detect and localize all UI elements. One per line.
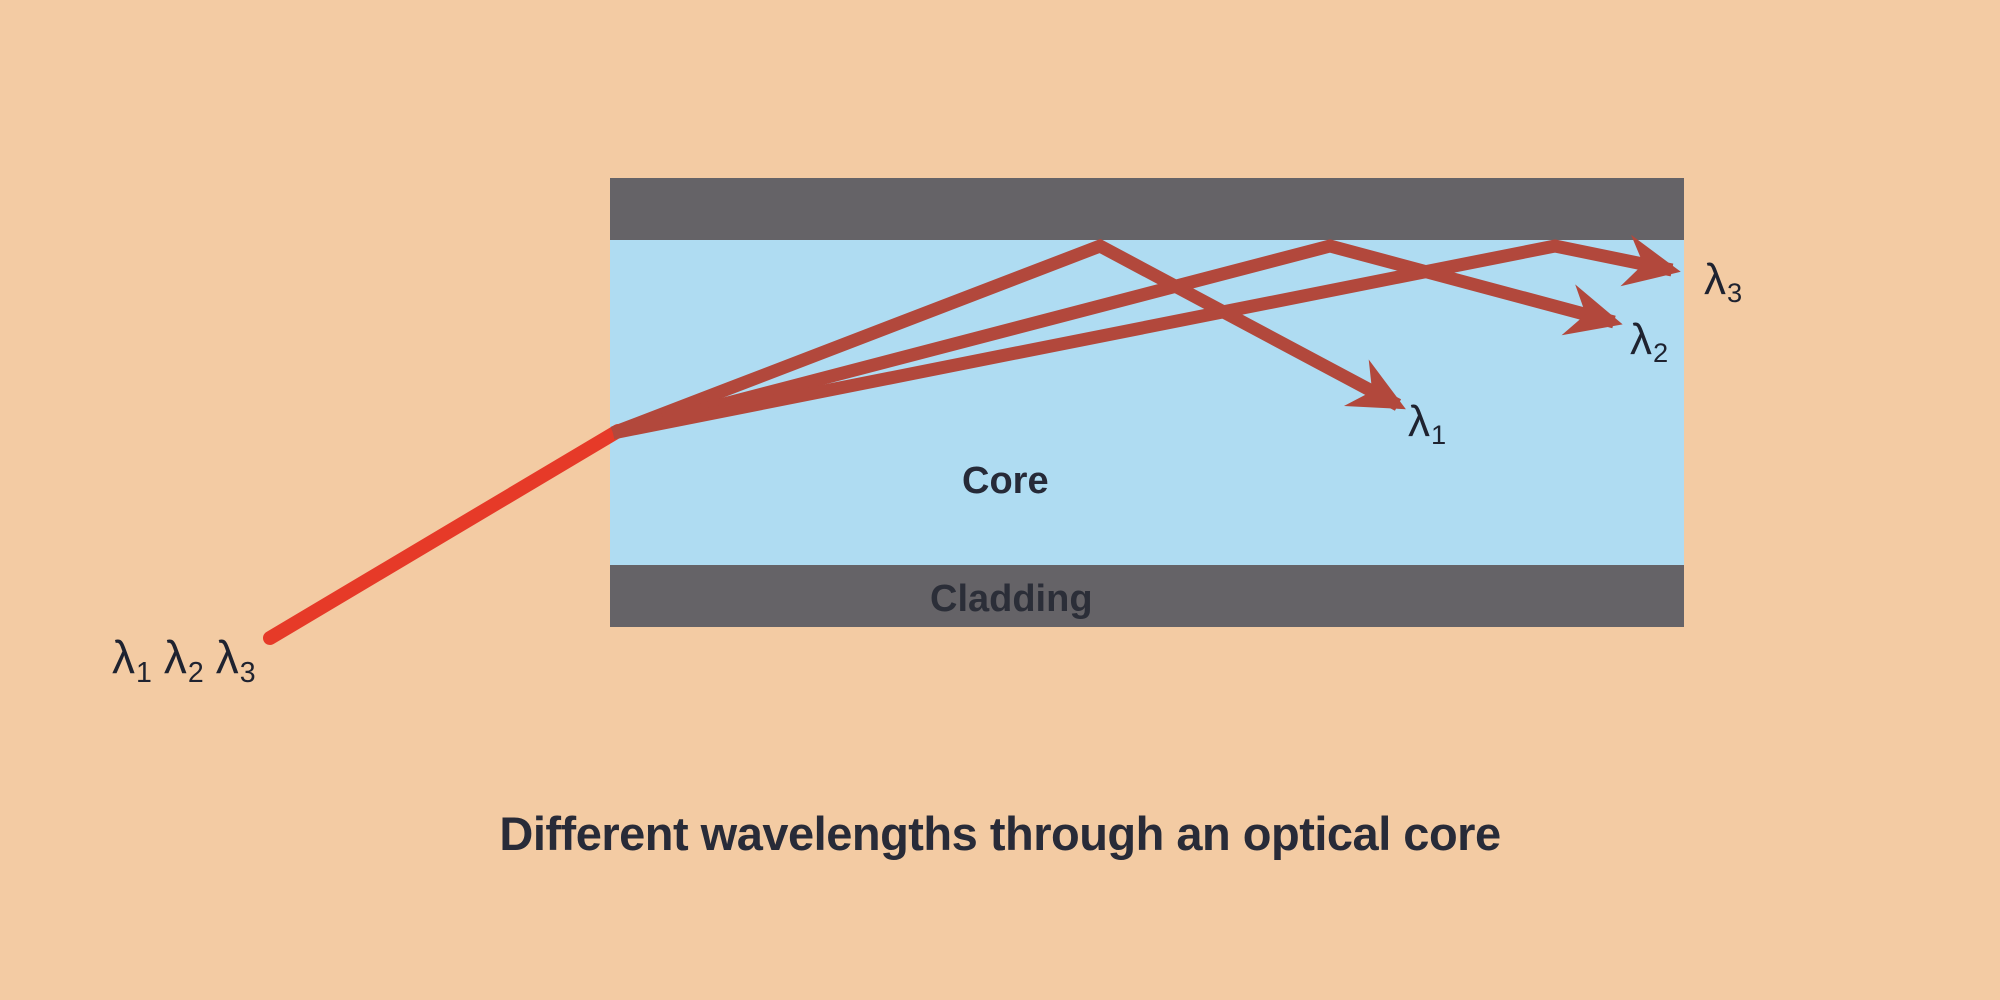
cladding-bottom-bar bbox=[610, 565, 1684, 627]
input-wavelengths-label: λ1 λ2 λ3 bbox=[112, 634, 256, 687]
cladding-label: Cladding bbox=[930, 578, 1093, 620]
core-region bbox=[610, 240, 1684, 565]
diagram-title: Different wavelengths through an optical… bbox=[499, 807, 1501, 860]
optical-fiber bbox=[610, 178, 1684, 627]
core-label: Core bbox=[962, 460, 1049, 502]
input-ray bbox=[263, 424, 625, 645]
lambda-3-label: λ3 bbox=[1704, 255, 1743, 309]
cladding-top-bar bbox=[610, 178, 1684, 240]
lambda-1-label: λ1 bbox=[1408, 397, 1447, 451]
input-lambda-3: λ3 bbox=[215, 631, 256, 689]
lambda-2-label: λ2 bbox=[1630, 315, 1669, 369]
input-lambda-2: λ2 bbox=[163, 631, 204, 689]
input-lambda-1: λ1 bbox=[112, 631, 152, 689]
